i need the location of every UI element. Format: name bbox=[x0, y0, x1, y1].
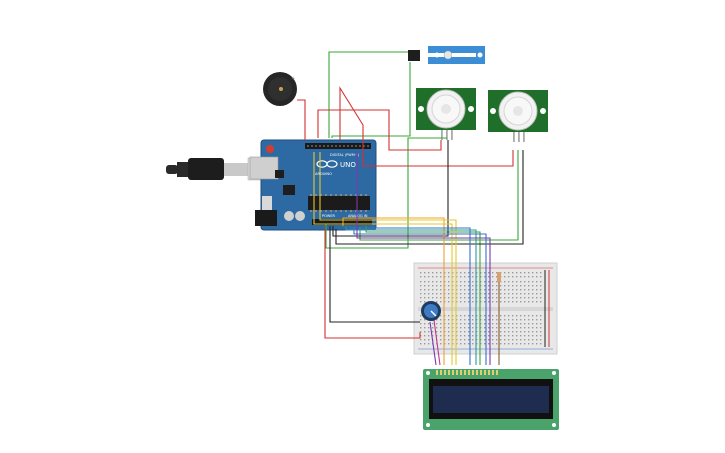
capacitor bbox=[295, 211, 305, 221]
servo-motor-icon[interactable] bbox=[408, 46, 485, 64]
digital-header bbox=[305, 143, 371, 149]
breadboard-holes bbox=[420, 272, 542, 345]
capacitor bbox=[284, 211, 294, 221]
power-analog-header bbox=[312, 219, 372, 225]
wire-teal[interactable] bbox=[345, 226, 477, 365]
wire-red[interactable] bbox=[324, 228, 421, 339]
wire-purple[interactable] bbox=[356, 152, 491, 365]
lcd-screen bbox=[433, 386, 549, 413]
reset-button[interactable] bbox=[266, 145, 274, 153]
wire-green[interactable] bbox=[328, 51, 408, 138]
wire-red[interactable] bbox=[317, 109, 442, 151]
wire-red[interactable] bbox=[297, 99, 306, 140]
digital-label: DIGITAL (PWM~) bbox=[330, 153, 360, 157]
crystal bbox=[262, 196, 272, 210]
wire-green[interactable] bbox=[325, 137, 447, 249]
lcd-pin-header bbox=[436, 370, 498, 375]
wire-yellow[interactable] bbox=[313, 152, 453, 365]
board-brand-label: ARDUINO bbox=[315, 172, 332, 176]
board-model-label: UNO bbox=[340, 161, 356, 169]
wire-black[interactable] bbox=[329, 226, 420, 323]
wire-green[interactable] bbox=[331, 62, 411, 138]
voltage-regulator bbox=[283, 185, 295, 195]
analog-label: ANALOG IN bbox=[348, 214, 368, 218]
wire-black[interactable] bbox=[335, 150, 524, 245]
wire-purple[interactable] bbox=[429, 321, 437, 366]
wire-red[interactable] bbox=[339, 86, 514, 167]
resistor[interactable] bbox=[497, 272, 501, 282]
wire-green[interactable] bbox=[365, 226, 481, 365]
wire-blue[interactable] bbox=[349, 226, 471, 365]
power-label: POWER bbox=[322, 214, 336, 218]
wire-magenta[interactable] bbox=[433, 319, 441, 366]
wires bbox=[297, 51, 524, 366]
wire-orange[interactable] bbox=[342, 217, 445, 365]
svg-text:+: + bbox=[291, 76, 295, 82]
wire-yellow[interactable] bbox=[319, 152, 457, 365]
lcd-16x2-icon[interactable] bbox=[423, 369, 559, 430]
piezo-buzzer-icon[interactable]: + bbox=[263, 72, 297, 106]
wire-black[interactable] bbox=[332, 140, 449, 237]
arduino-uno-board[interactable]: DIGITAL (PWM~) UNO ARDUINO bbox=[249, 139, 377, 231]
pir-motion-sensor-icon[interactable] bbox=[416, 88, 476, 140]
potentiometer-icon[interactable] bbox=[421, 301, 441, 321]
wire-green[interactable] bbox=[359, 150, 519, 241]
pir-motion-sensor-icon[interactable] bbox=[488, 90, 548, 142]
atmega-chip bbox=[308, 196, 370, 210]
arduino-infinity-logo bbox=[316, 160, 338, 168]
